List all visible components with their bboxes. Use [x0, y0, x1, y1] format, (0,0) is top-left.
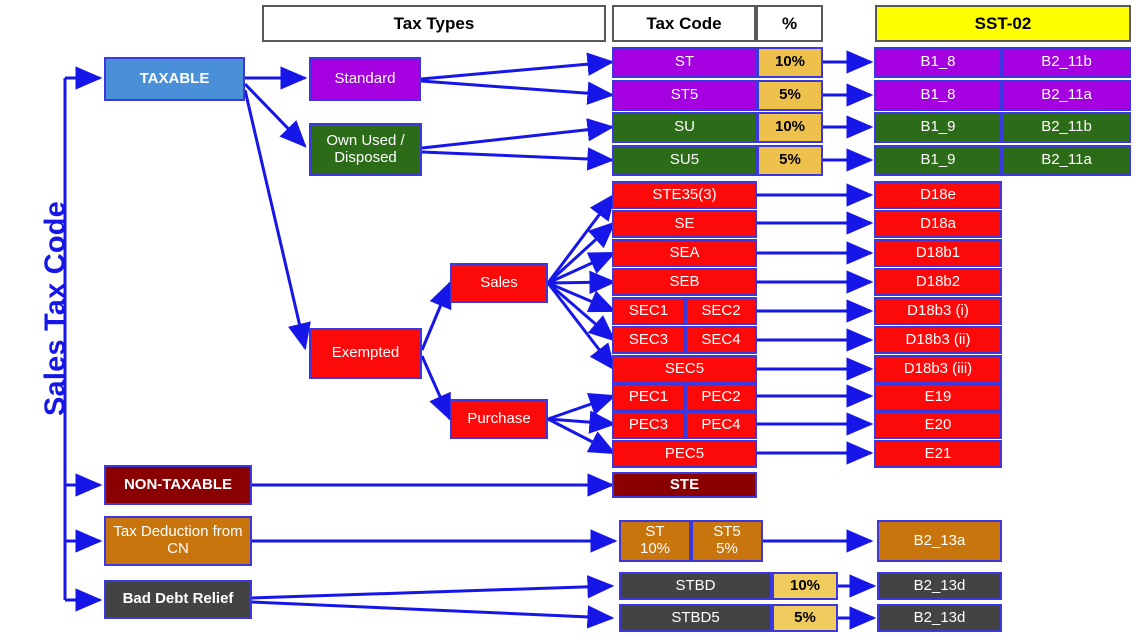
sst-d18a[interactable]: D18a [874, 210, 1002, 238]
percent-st5[interactable]: 5% [757, 80, 823, 111]
sst-b2-13a[interactable]: B2_13a [877, 520, 1002, 562]
sst-b2-11a-st5[interactable]: B2_11a [1002, 80, 1131, 111]
sst-b1-8-st5[interactable]: B1_8 [874, 80, 1002, 111]
taxcode-se[interactable]: SE [612, 210, 757, 238]
sst-d18b3-ii[interactable]: D18b3 (ii) [874, 326, 1002, 354]
sst-b1-9-su[interactable]: B1_9 [874, 112, 1002, 143]
taxcode-cn-st5[interactable]: ST5 5% [691, 520, 763, 562]
sst-e21[interactable]: E21 [874, 440, 1002, 468]
sst-d18e[interactable]: D18e [874, 181, 1002, 209]
percent-stbd[interactable]: 10% [772, 572, 838, 600]
taxcode-cn-st-percent: 10% [639, 540, 671, 557]
node-bad-debt-relief[interactable]: Bad Debt Relief [104, 580, 252, 619]
taxcode-sec4[interactable]: SEC4 [685, 326, 757, 354]
sst-d18b3-i[interactable]: D18b3 (i) [874, 297, 1002, 325]
taxcode-cn-st[interactable]: ST 10% [619, 520, 691, 562]
taxcode-st5[interactable]: ST5 [612, 80, 757, 111]
node-own-used-disposed[interactable]: Own Used / Disposed [309, 123, 422, 176]
header-percent: % [756, 5, 823, 42]
percent-su[interactable]: 10% [757, 112, 823, 143]
node-taxable[interactable]: TAXABLE [104, 57, 245, 101]
taxcode-stbd5[interactable]: STBD5 [619, 604, 772, 632]
node-purchase[interactable]: Purchase [450, 399, 548, 439]
taxcode-su5[interactable]: SU5 [612, 145, 757, 176]
taxcode-st[interactable]: ST [612, 47, 757, 78]
taxcode-seb[interactable]: SEB [612, 268, 757, 296]
sst-e20[interactable]: E20 [874, 411, 1002, 439]
percent-su5[interactable]: 5% [757, 145, 823, 176]
taxcode-cn-st-code: ST [645, 523, 665, 541]
taxcode-su[interactable]: SU [612, 112, 757, 143]
sst-d18b3-iii[interactable]: D18b3 (iii) [874, 355, 1002, 383]
sst-e19[interactable]: E19 [874, 383, 1002, 411]
taxcode-pec1[interactable]: PEC1 [612, 383, 685, 411]
node-tax-deduction-from-cn[interactable]: Tax Deduction from CN [104, 516, 252, 566]
sst-d18b2[interactable]: D18b2 [874, 268, 1002, 296]
sst-d18b1[interactable]: D18b1 [874, 239, 1002, 267]
sst-b2-11b-su[interactable]: B2_11b [1002, 112, 1131, 143]
taxcode-cn-st5-code: ST5 [713, 523, 741, 541]
taxcode-cn-st5-percent: 5% [716, 540, 738, 557]
taxcode-sea[interactable]: SEA [612, 239, 757, 267]
percent-st[interactable]: 10% [757, 47, 823, 78]
taxcode-sec2[interactable]: SEC2 [685, 297, 757, 325]
taxcode-sec3[interactable]: SEC3 [612, 326, 685, 354]
page-title-sales-tax-code: Sales Tax Code [39, 200, 72, 417]
sst-b1-9-su5[interactable]: B1_9 [874, 145, 1002, 176]
sst-b1-8-st[interactable]: B1_8 [874, 47, 1002, 78]
node-sales[interactable]: Sales [450, 263, 548, 303]
sst-b2-13d-stbd[interactable]: B2_13d [877, 572, 1002, 600]
taxcode-pec4[interactable]: PEC4 [685, 411, 757, 439]
taxcode-ste[interactable]: STE [612, 472, 757, 498]
sst-b2-13d-stbd5[interactable]: B2_13d [877, 604, 1002, 632]
percent-stbd5[interactable]: 5% [772, 604, 838, 632]
sst-b2-11b-st[interactable]: B2_11b [1002, 47, 1131, 78]
sst-b2-11a-su5[interactable]: B2_11a [1002, 145, 1131, 176]
taxcode-pec5[interactable]: PEC5 [612, 440, 757, 468]
taxcode-pec2[interactable]: PEC2 [685, 383, 757, 411]
taxcode-ste35-3[interactable]: STE35(3) [612, 181, 757, 209]
header-tax-types: Tax Types [262, 5, 606, 42]
node-exempted[interactable]: Exempted [309, 328, 422, 379]
taxcode-pec3[interactable]: PEC3 [612, 411, 685, 439]
node-standard[interactable]: Standard [309, 57, 421, 101]
header-sst-02: SST-02 [875, 5, 1131, 42]
taxcode-sec5[interactable]: SEC5 [612, 355, 757, 383]
taxcode-sec1[interactable]: SEC1 [612, 297, 685, 325]
taxcode-stbd[interactable]: STBD [619, 572, 772, 600]
node-non-taxable[interactable]: NON-TAXABLE [104, 465, 252, 505]
header-tax-code: Tax Code [612, 5, 756, 42]
